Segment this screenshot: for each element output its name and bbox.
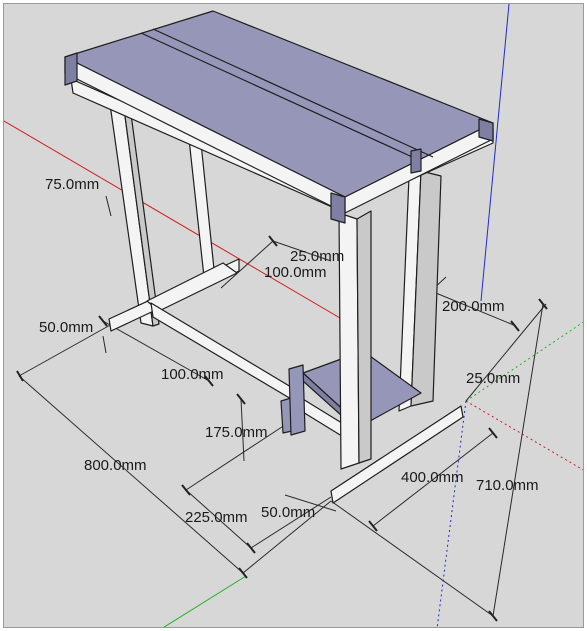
- dim-225: 225.0mm: [185, 509, 248, 526]
- red-axis: [4, 120, 370, 336]
- shelf-upright[interactable]: [288, 364, 306, 436]
- dimension-labels: 75.0mm 25.0mm 100.0mm 200.0mm 50.0mm 100…: [39, 176, 539, 526]
- dim-25-top: 25.0mm: [290, 248, 344, 265]
- dimension-lines: [18, 195, 547, 617]
- green-axis-dotted: [465, 321, 583, 402]
- model-drawing[interactable]: 75.0mm 25.0mm 100.0mm 200.0mm 50.0mm 100…: [4, 4, 584, 628]
- dim-50-bottom: 50.0mm: [261, 504, 315, 521]
- dimension-ticks: [16, 235, 548, 622]
- dim-175: 175.0mm: [205, 424, 268, 441]
- blue-axis-dotted: [436, 400, 467, 627]
- right-foot[interactable]: [330, 405, 464, 504]
- dim-75: 75.0mm: [45, 176, 99, 193]
- dim-100-mid: 100.0mm: [161, 366, 224, 383]
- long-stretcher[interactable]: [146, 262, 238, 312]
- back-middle-leg[interactable]: [188, 138, 216, 280]
- dim-710: 710.0mm: [476, 477, 539, 494]
- blue-axis: [480, 4, 510, 302]
- tabletop-groove: [140, 32, 422, 162]
- green-axis: [163, 575, 247, 627]
- dim-25-right: 25.0mm: [466, 370, 520, 387]
- table-model[interactable]: [64, 10, 494, 504]
- model-canvas[interactable]: 75.0mm 25.0mm 100.0mm 200.0mm 50.0mm 100…: [3, 3, 584, 628]
- dim-800: 800.0mm: [84, 457, 147, 474]
- red-axis-dotted: [465, 400, 583, 471]
- dim-200: 200.0mm: [442, 298, 505, 315]
- bottom-rail[interactable]: [150, 302, 304, 407]
- dim-400: 400.0mm: [401, 469, 464, 486]
- dim-100-top: 100.0mm: [264, 264, 327, 281]
- dim-50-left: 50.0mm: [39, 319, 93, 336]
